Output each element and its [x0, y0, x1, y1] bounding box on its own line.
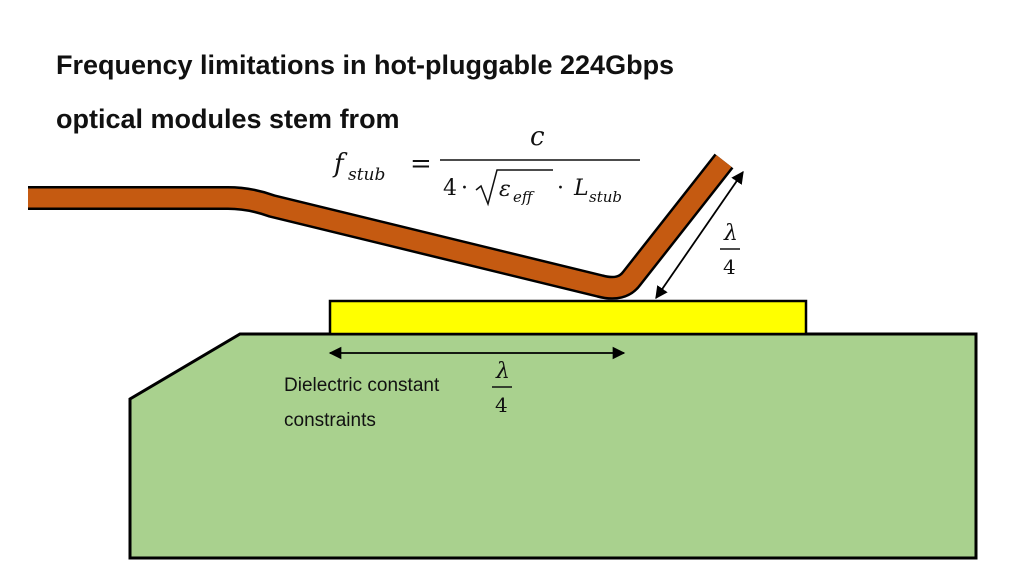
formula-den-dot-2: ·	[557, 176, 564, 201]
formula-den-dot-1: ·	[461, 176, 468, 201]
formula-epsilon-sub: eff	[513, 188, 535, 206]
formula-epsilon: ε	[499, 177, 511, 202]
dielectric-label-line-1: Dielectric constant	[284, 375, 440, 396]
page-title: Frequency limitations in hot-pluggable 2…	[56, 38, 956, 146]
formula-equals: =	[410, 149, 432, 179]
dielectric-label-line-2: constraints	[284, 410, 376, 431]
stub-four: 4	[723, 255, 736, 279]
spring-finger	[28, 155, 732, 298]
pad-length-label: λ 4	[492, 359, 512, 417]
formula-f-sub: stub	[348, 165, 385, 185]
pad-four: 4	[495, 393, 508, 417]
title-line-2: optical modules stem from	[56, 104, 400, 134]
pad-lambda: λ	[495, 359, 510, 384]
formula-L: L	[573, 176, 589, 201]
sqrt-symbol	[475, 169, 553, 207]
formula-f: f	[332, 149, 348, 179]
pcb-substrate	[128, 332, 978, 560]
formula-L-sub: stub	[589, 188, 622, 206]
formula-numerator: c	[530, 122, 545, 152]
contact-pad	[328, 299, 808, 336]
stub-frequency-formula: f stub = c 4 · ε eff · L stub	[332, 122, 640, 207]
title-line-1: Frequency limitations in hot-pluggable 2…	[56, 50, 675, 80]
stub-length-label: λ 4	[720, 221, 740, 279]
stub-length-arrow	[655, 170, 744, 300]
formula-den-four: 4	[443, 176, 457, 201]
stub-lambda: λ	[723, 221, 738, 246]
